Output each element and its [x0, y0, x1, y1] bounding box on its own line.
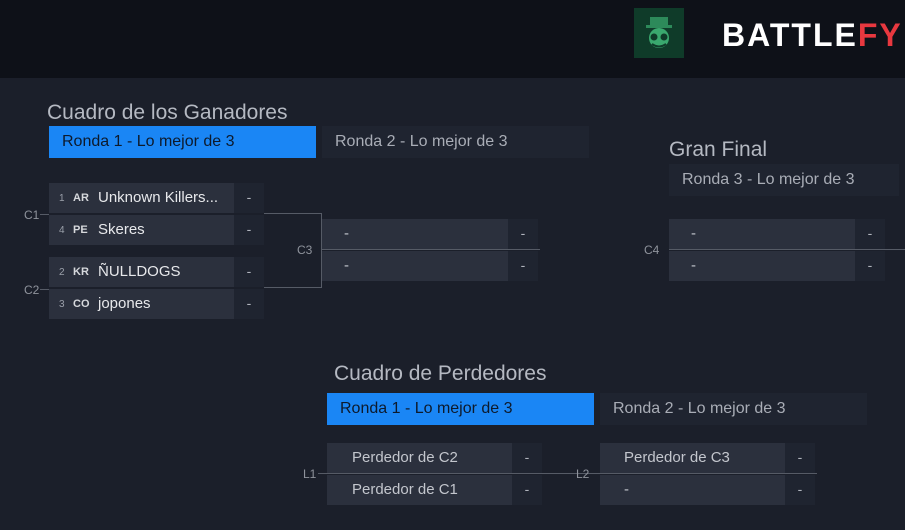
team-name: Unknown Killers... — [98, 189, 219, 206]
match-c3-team2[interactable]: - — [322, 251, 508, 281]
organizer-logo-icon[interactable] — [634, 8, 684, 58]
team-name: - — [624, 481, 629, 498]
match-label-c2: C2 — [24, 283, 40, 297]
losers-round2-tab[interactable]: Ronda 2 - Lo mejor de 3 — [600, 393, 867, 425]
grand-final-title: Gran Final — [669, 138, 768, 161]
grand-final-round-tab[interactable]: Ronda 3 - Lo mejor de 3 — [669, 164, 899, 196]
match-label-l1: L1 — [303, 467, 317, 481]
connector-line — [322, 249, 540, 250]
match-c1-team1[interactable]: 1 AR Unknown Killers... — [49, 183, 234, 213]
team-name: - — [344, 257, 349, 274]
team-name: Skeres — [98, 221, 145, 238]
score: - — [785, 475, 815, 505]
winners-round2-tab[interactable]: Ronda 2 - Lo mejor de 3 — [322, 126, 589, 158]
match-l1-team1[interactable]: Perdedor de C2 — [327, 443, 512, 473]
battlefy-logo[interactable]: BATTLEFY — [722, 17, 903, 53]
score: - — [512, 475, 542, 505]
score: - — [855, 251, 885, 281]
score: - — [508, 219, 538, 249]
connector-line — [264, 213, 322, 214]
team-name: Perdedor de C3 — [624, 449, 730, 466]
team-name: ÑULLDOGS — [98, 263, 181, 280]
team-name: Perdedor de C2 — [352, 449, 458, 466]
match-label-c3: C3 — [297, 243, 313, 257]
score: - — [785, 443, 815, 473]
score: - — [508, 251, 538, 281]
connector-line — [40, 289, 49, 290]
connector-line — [600, 473, 817, 474]
top-bar: BATTLEFY — [0, 0, 905, 78]
team-name: - — [344, 225, 349, 242]
team-name: - — [691, 257, 696, 274]
match-c3-team1[interactable]: - — [322, 219, 508, 249]
match-l2-team1[interactable]: Perdedor de C3 — [600, 443, 785, 473]
losers-bracket-title: Cuadro de Perdedores — [334, 362, 547, 385]
winners-bracket-title: Cuadro de los Ganadores — [47, 101, 288, 124]
match-l2-team2[interactable]: - — [600, 475, 785, 505]
connector-line — [40, 214, 49, 215]
team-name: jopones — [98, 295, 151, 312]
match-label-l2: L2 — [576, 467, 590, 481]
connector-line — [321, 213, 322, 288]
match-label-c1: C1 — [24, 208, 40, 222]
team-name: - — [691, 225, 696, 242]
score: - — [234, 289, 264, 319]
connector-line — [318, 473, 600, 474]
score: - — [234, 183, 264, 213]
winners-round1-tab[interactable]: Ronda 1 - Lo mejor de 3 — [49, 126, 316, 158]
losers-round1-tab[interactable]: Ronda 1 - Lo mejor de 3 — [327, 393, 594, 425]
match-c2-team1[interactable]: 2 KR ÑULLDOGS — [49, 257, 234, 287]
match-l1-team2[interactable]: Perdedor de C1 — [327, 475, 512, 505]
score: - — [855, 219, 885, 249]
match-c4-team1[interactable]: - — [669, 219, 855, 249]
team-name: Perdedor de C1 — [352, 481, 458, 498]
score: - — [234, 257, 264, 287]
match-label-c4: C4 — [644, 243, 660, 257]
score: - — [234, 215, 264, 245]
connector-line — [264, 287, 322, 288]
match-c2-team2[interactable]: 3 CO jopones — [49, 289, 234, 319]
score: - — [512, 443, 542, 473]
connector-line — [669, 249, 905, 250]
match-c1-team2[interactable]: 4 PE Skeres — [49, 215, 234, 245]
match-c4-team2[interactable]: - — [669, 251, 855, 281]
